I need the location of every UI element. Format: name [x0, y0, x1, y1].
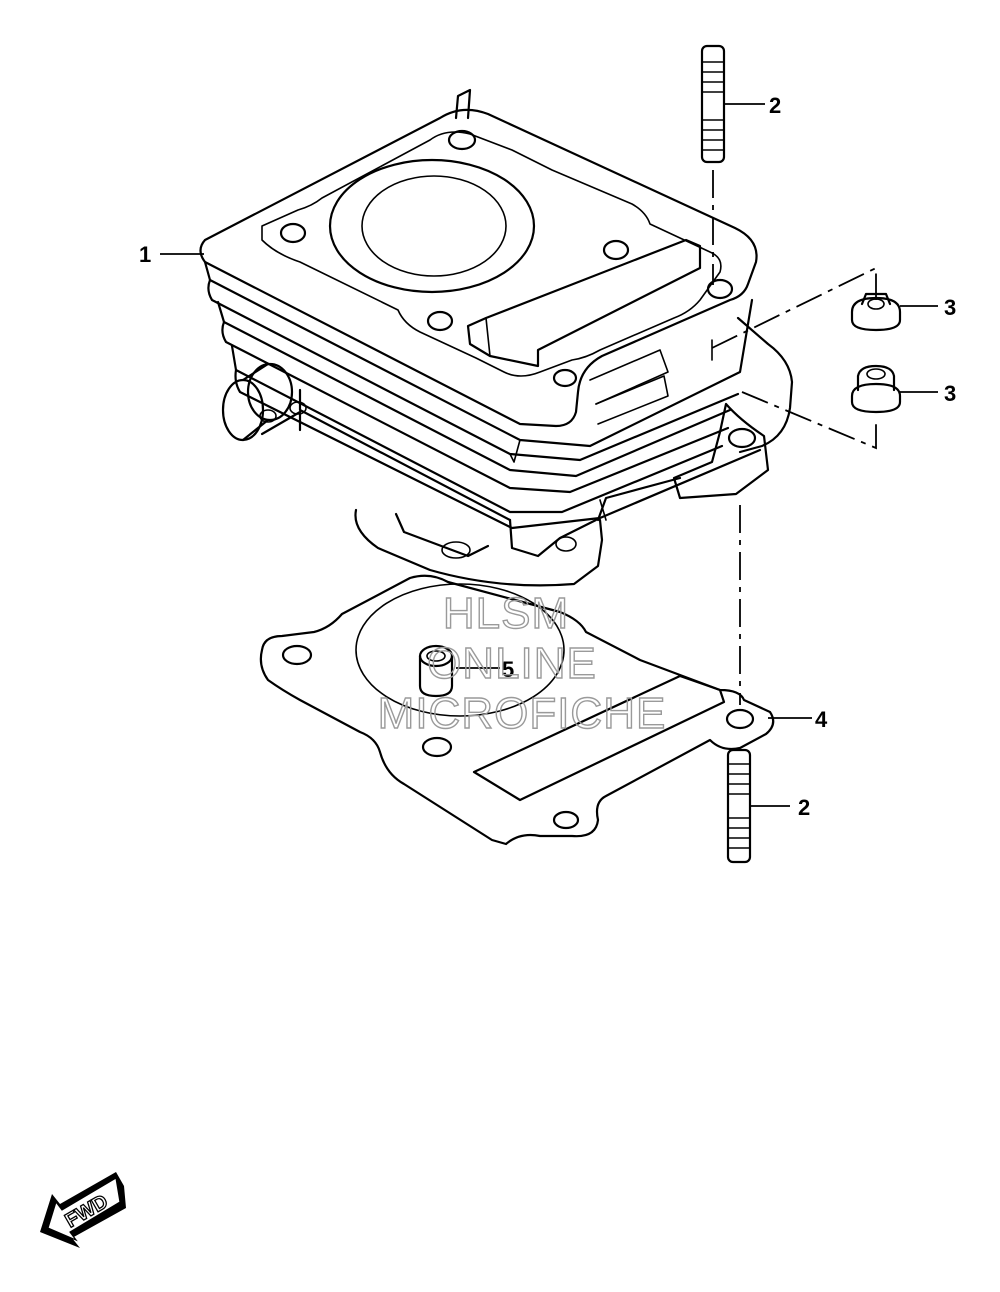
flange-nut-lower[interactable] [850, 364, 902, 414]
watermark-line-1: HLSM [443, 589, 569, 638]
callout-numbers: 1 2 2 3 3 4 5 [139, 93, 956, 820]
cylinder-base-gasket[interactable] [259, 574, 775, 846]
stud-bolt-upper[interactable] [700, 44, 726, 164]
callout-2-lower: 2 [798, 795, 810, 820]
watermark: HLSM ONLINE MICROFICHE [377, 588, 667, 738]
callout-3-lower: 3 [944, 381, 956, 406]
callout-2-upper: 2 [769, 93, 781, 118]
callout-4: 4 [815, 707, 828, 732]
alignment-lines [711, 170, 877, 705]
leader-lines [160, 103, 938, 807]
callout-5: 5 [502, 657, 514, 682]
callout-1: 1 [139, 242, 151, 267]
forward-direction-arrow: FWD [40, 1172, 126, 1248]
watermark-line-3: MICROFICHE [378, 689, 667, 738]
stud-bolt-lower[interactable] [726, 748, 752, 864]
cylinder-part[interactable] [199, 88, 794, 587]
dowel-pin-part[interactable] [418, 644, 454, 698]
watermark-line-2: ONLINE [427, 639, 597, 688]
callout-3-upper: 3 [944, 295, 956, 320]
